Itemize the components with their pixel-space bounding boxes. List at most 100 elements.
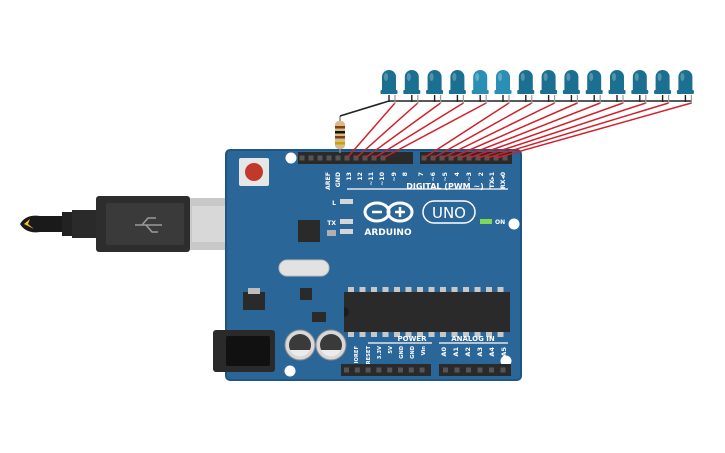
power-pin-label: 3.3V (377, 346, 383, 359)
analog-pin-label: A0 (440, 347, 448, 357)
mount-hole (284, 365, 296, 377)
digital-pin-label: 13 (346, 172, 353, 181)
chip-pin (348, 287, 354, 292)
header-pin-hole[interactable] (344, 367, 349, 373)
analog-pin-label: A5 (500, 347, 508, 357)
chip-pin (486, 332, 492, 337)
digital-pin-label: 7 (418, 172, 425, 176)
chip-pin (405, 332, 412, 337)
chip-pin (371, 287, 377, 292)
header-pin-hole[interactable] (408, 367, 414, 373)
header-pin-hole[interactable] (419, 367, 425, 373)
blue-led[interactable] (380, 70, 398, 94)
blue-led[interactable] (654, 70, 672, 94)
signal-wire[interactable] (459, 102, 601, 159)
blue-led[interactable] (676, 70, 694, 94)
signal-wire[interactable] (486, 102, 669, 159)
header-pin-hole[interactable] (299, 155, 305, 161)
header-pin-hole[interactable] (387, 367, 393, 373)
header-pin-hole[interactable] (317, 155, 323, 161)
digital-pin-label: ~10 (379, 171, 386, 185)
blue-led[interactable] (494, 70, 512, 94)
led-rx (340, 229, 353, 234)
digital-pin-label: ~9 (391, 172, 398, 182)
header-pin-hole[interactable] (398, 367, 403, 373)
signal-wire[interactable] (468, 102, 624, 159)
signal-wire[interactable] (346, 102, 396, 159)
led-tx (340, 219, 353, 224)
power-header (341, 364, 431, 376)
blue-led[interactable] (403, 70, 421, 94)
header-pin-hole[interactable] (466, 367, 471, 373)
signal-wire[interactable] (441, 102, 555, 159)
chip-pin (451, 287, 458, 292)
blue-led[interactable] (517, 70, 535, 94)
header-pin-hole[interactable] (326, 155, 332, 161)
header-pin-hole[interactable] (308, 155, 314, 161)
signal-wire[interactable] (450, 102, 578, 159)
blue-led[interactable] (562, 70, 580, 94)
blue-led[interactable] (471, 70, 489, 94)
blue-led[interactable] (426, 70, 444, 94)
chip-pin (348, 332, 354, 337)
chip-pin (497, 332, 504, 337)
chip-pin (394, 287, 400, 292)
header-pin-hole[interactable] (489, 367, 494, 373)
blue-led[interactable] (608, 70, 626, 94)
header-pin-hole[interactable] (477, 367, 483, 373)
digital-pin-label: 2 (478, 172, 485, 176)
signal-wire[interactable] (382, 102, 487, 159)
header-pin-hole[interactable] (376, 367, 382, 373)
digital-pin-label: RX◂0 (500, 171, 507, 189)
signal-wire[interactable] (355, 102, 419, 159)
signal-wire[interactable] (364, 102, 442, 159)
mount-hole (285, 152, 297, 164)
blue-led[interactable] (540, 70, 558, 94)
signal-wire[interactable] (477, 102, 647, 159)
header-pin-hole[interactable] (500, 367, 506, 373)
blue-led[interactable] (631, 70, 649, 94)
digital-pin-label: ~3 (466, 172, 473, 182)
chip-pin (394, 332, 400, 337)
chip-pin (474, 287, 481, 292)
led-tx-label: TX (327, 220, 336, 227)
chip-pin (359, 332, 366, 337)
atmega-microcontroller (344, 287, 510, 337)
digital-pin-label: 8 (402, 172, 409, 176)
digital-header-label: DIGITAL (PWM ~) (406, 182, 484, 191)
resistor[interactable] (335, 116, 345, 153)
signal-wire[interactable] (373, 102, 464, 159)
blue-led[interactable] (585, 70, 603, 94)
signal-wire[interactable] (423, 102, 510, 159)
header-pin-hole[interactable] (502, 155, 508, 161)
analog-pin-label: A2 (464, 347, 472, 357)
capacitor (284, 329, 316, 361)
analog-header-label: ANALOG IN (451, 335, 495, 343)
chip-pin (417, 287, 423, 292)
blue-led[interactable] (448, 70, 466, 94)
chip-pin (382, 287, 389, 292)
signal-wire[interactable] (432, 102, 533, 159)
smd-component (300, 288, 312, 300)
header-pin-hole[interactable] (454, 367, 460, 373)
chip-pin (440, 332, 446, 337)
reset-button[interactable] (239, 158, 269, 186)
header-pin-hole[interactable] (335, 155, 341, 161)
on-label: ON (495, 219, 505, 226)
header-pin-hole[interactable] (443, 367, 448, 373)
digital-pin-label: GND (335, 172, 342, 187)
chip-pin (417, 332, 423, 337)
signal-wire[interactable] (495, 102, 692, 159)
smd-transistor (312, 312, 326, 322)
header-pin-hole[interactable] (365, 367, 371, 373)
chip-pin (382, 332, 389, 337)
analog-pin-label: A3 (476, 347, 484, 357)
header-pin-hole[interactable] (354, 367, 360, 373)
ground-wire[interactable] (339, 100, 692, 117)
power-pin-label: IOREF (354, 346, 360, 364)
power-header-label: POWER (398, 335, 428, 343)
analog-header (439, 364, 511, 376)
usb-chip (298, 220, 320, 242)
